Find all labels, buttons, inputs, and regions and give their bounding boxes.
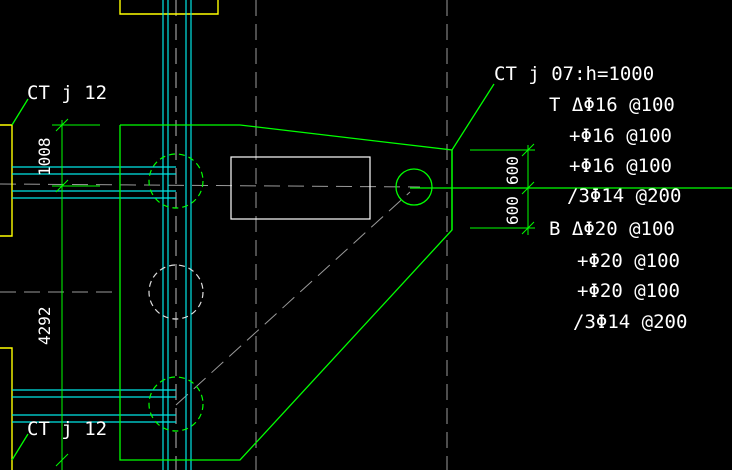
rebar-lines [12, 0, 192, 470]
dim-left-tick-1 [55, 118, 69, 132]
center-lines [0, 0, 448, 470]
top-rebar-line-2: +Φ16 @100 [569, 125, 672, 147]
dim-left-lower-value: 4292 [35, 306, 54, 345]
ct-label-bottom-left: CT j 12 [27, 418, 107, 440]
center-line-horizontal-2 [0, 183, 421, 188]
dim-right-lower-value: 600 [503, 196, 522, 225]
dim-right-tick-1 [521, 143, 535, 157]
pile-cap-outline [11, 83, 732, 461]
dim-left-tick-2 [55, 179, 69, 193]
pile-middle [148, 264, 204, 320]
dim-right-upper-value: 600 [503, 156, 522, 185]
dim-left-tick-3 [55, 453, 69, 467]
ct-label-top-left: CT j 12 [27, 82, 107, 104]
bottom-rebar-line-3: +Φ20 @100 [577, 280, 680, 302]
center-line-diagonal [175, 191, 411, 406]
pile-right [395, 168, 433, 206]
piles [148, 153, 204, 432]
pile-cap-title: CT j 07:h=1000 [494, 63, 654, 85]
bottom-rebar-line-4: /3Φ14 @200 [573, 311, 687, 333]
left-dimensions [52, 118, 100, 470]
leader-line-cap-title [451, 83, 495, 151]
top-rebar-line-4: /3Φ14 @200 [567, 185, 681, 207]
bottom-rebar-line-2: +Φ20 @100 [577, 250, 680, 272]
bottom-rebar-line-1: B ΔΦ20 @100 [549, 218, 675, 240]
right-dimensions [470, 143, 535, 235]
dim-left-upper-value: 1008 [35, 137, 54, 176]
column-outlines [0, 0, 219, 470]
dim-right-tick-3 [521, 221, 535, 235]
top-rebar-line-1: T ΔΦ16 @100 [549, 94, 675, 116]
pile-bottom [148, 376, 204, 432]
leader-line-ct-bottom [11, 433, 29, 461]
top-rebar-line-3: +Φ16 @100 [569, 155, 672, 177]
pile-top [148, 153, 204, 209]
column-left-lower [0, 347, 13, 470]
leader-line-ct-top [11, 98, 29, 126]
column-section-rect [230, 156, 371, 220]
column-top [119, 0, 219, 15]
dim-right-tick-2 [521, 181, 535, 195]
column-left-upper [0, 124, 13, 237]
